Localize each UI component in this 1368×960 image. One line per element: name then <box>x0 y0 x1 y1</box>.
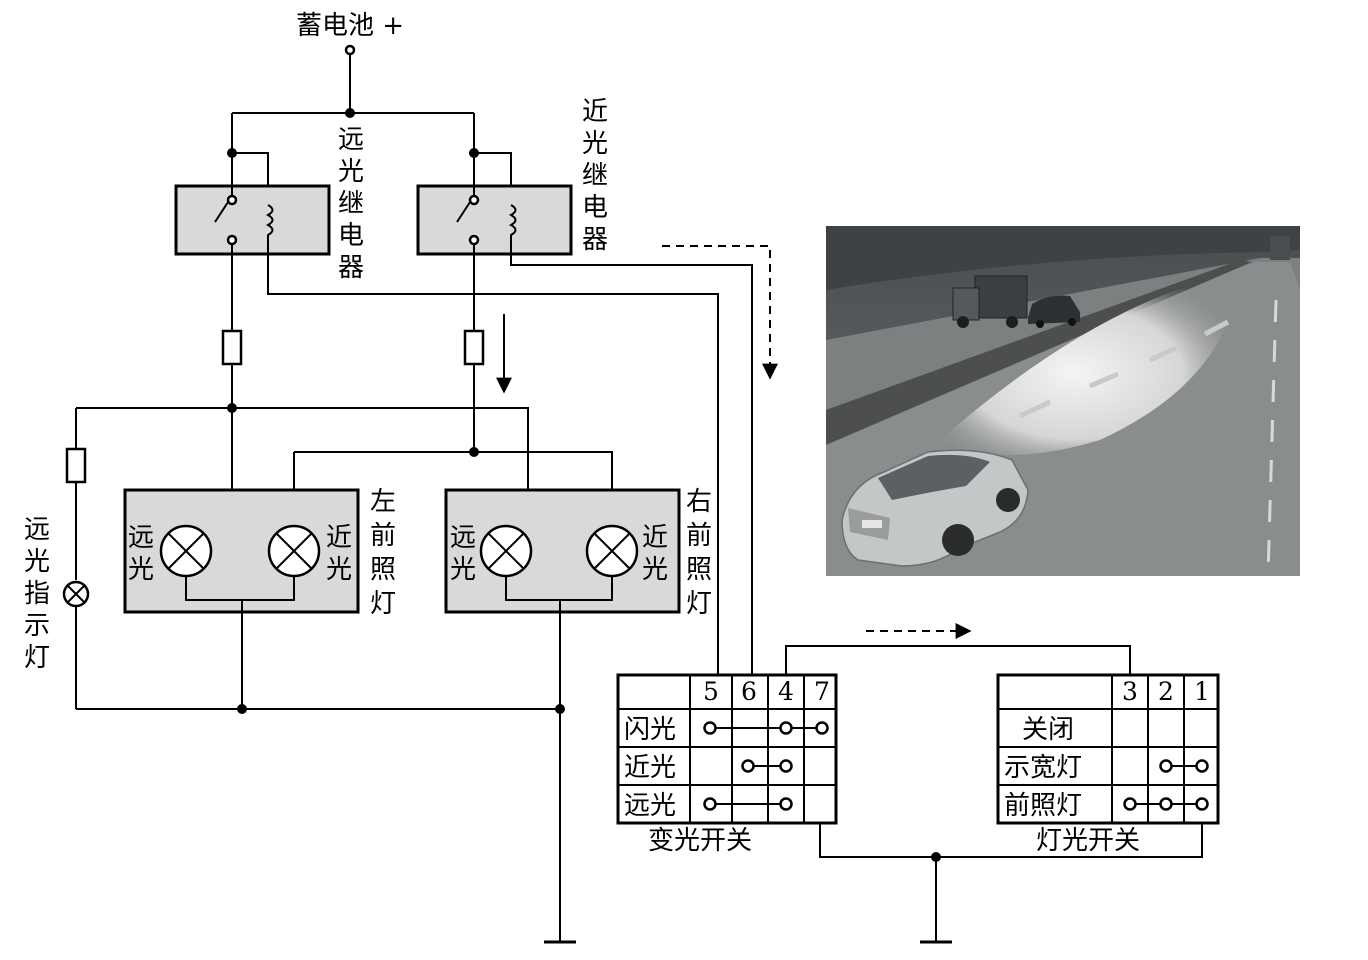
light-switch-caption: 灯光开关 <box>1036 826 1140 856</box>
high-relay-char-2: 光 <box>338 157 364 187</box>
light-row-headlamp: 前照灯 <box>1004 791 1082 821</box>
high-relay-char-3: 继 <box>338 189 364 219</box>
low-relay-char-1: 近 <box>582 97 608 127</box>
indicator-fuse <box>65 408 87 580</box>
high-beam-fuse <box>221 254 243 408</box>
light-switch-contacts <box>1123 759 1209 811</box>
light-terminal-2: 2 <box>1158 677 1174 706</box>
indicator-char-3: 指 <box>24 579 50 609</box>
indicator-char-4: 示 <box>24 611 50 641</box>
right-lamp-char-3: 照 <box>686 555 712 585</box>
truck-icon <box>952 275 1028 328</box>
left-lamp-char-1: 左 <box>370 487 396 517</box>
distant-truck-icon <box>1270 236 1290 260</box>
dimmer-terminal-7: 7 <box>814 677 830 706</box>
sedan-far-icon <box>1028 295 1080 328</box>
dimmer-terminal-5: 5 <box>703 677 719 706</box>
relay-coil-icon <box>265 204 274 254</box>
relay-coil-icon <box>508 204 517 254</box>
high-beam-relay <box>174 153 331 256</box>
sedan-near-icon <box>841 449 1029 567</box>
low-relay-char-3: 继 <box>582 161 608 191</box>
low-relay-char-4: 电 <box>582 193 608 223</box>
left-lamp-char-4: 灯 <box>370 589 396 619</box>
dimmer-row-flash: 闪光 <box>624 715 676 745</box>
right-high-char-2: 光 <box>450 555 476 585</box>
lamp-bulb-icon <box>479 524 533 578</box>
dimmer-terminal-4: 4 <box>778 677 794 706</box>
indicator-char-5: 灯 <box>24 643 50 673</box>
left-low-char-1: 近 <box>326 523 352 553</box>
dimmer-row-low: 近光 <box>624 753 676 783</box>
lamp-bulb-icon <box>585 524 639 578</box>
right-lamp-char-1: 右 <box>686 487 712 517</box>
left-high-char-1: 远 <box>128 523 154 553</box>
left-headlamp <box>123 488 360 614</box>
dimmer-row-high: 远光 <box>624 791 676 821</box>
switch-interconnect <box>785 645 1203 942</box>
right-headlamp <box>444 488 681 614</box>
indicator-lamp-icon <box>62 580 90 709</box>
right-low-char-1: 近 <box>642 523 668 553</box>
right-lamp-char-2: 前 <box>686 521 712 551</box>
dimmer-switch-caption: 变光开关 <box>648 826 752 856</box>
dimmer-switch-table <box>616 673 838 825</box>
ground-return-wire <box>76 612 565 942</box>
right-lamp-char-4: 灯 <box>686 589 712 619</box>
relay-control-wires <box>267 254 753 677</box>
night-road-illustration <box>826 226 1300 577</box>
dashed-flow-arrow <box>662 245 778 380</box>
light-row-side-marker: 示宽灯 <box>1004 753 1082 783</box>
light-row-off: 关闭 <box>1022 715 1074 745</box>
light-terminal-1: 1 <box>1194 677 1210 706</box>
dimmer-terminal-6: 6 <box>741 677 757 706</box>
low-beam-fuse <box>463 254 485 452</box>
dimmer-contacts <box>703 721 829 811</box>
low-beam-relay <box>416 153 573 256</box>
left-low-char-2: 光 <box>326 555 352 585</box>
lamp-bulb-icon <box>267 524 321 578</box>
high-relay-char-4: 电 <box>338 221 364 251</box>
battery-terminal <box>344 44 356 56</box>
light-switch-table <box>996 673 1220 825</box>
light-terminal-3: 3 <box>1122 677 1138 706</box>
left-lamp-char-3: 照 <box>370 555 396 585</box>
high-relay-char-5: 器 <box>338 253 364 283</box>
left-lamp-char-2: 前 <box>370 521 396 551</box>
high-relay-char-1: 远 <box>338 125 364 155</box>
left-high-char-2: 光 <box>128 555 154 585</box>
right-low-char-2: 光 <box>642 555 668 585</box>
right-high-char-1: 远 <box>450 523 476 553</box>
battery-label: 蓄电池 + <box>296 11 404 41</box>
low-relay-char-5: 器 <box>582 225 608 255</box>
low-relay-char-2: 光 <box>582 129 608 159</box>
power-bus <box>227 54 512 205</box>
indicator-char-1: 远 <box>24 515 50 545</box>
indicator-char-2: 光 <box>24 547 50 577</box>
lamp-bulb-icon <box>159 524 213 578</box>
